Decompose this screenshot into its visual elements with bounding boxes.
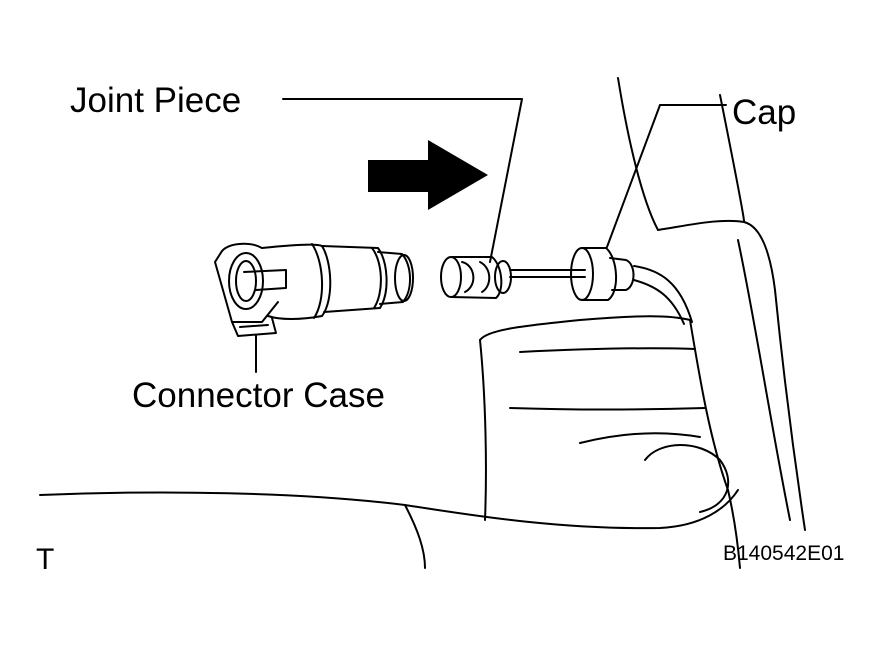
cap-leader xyxy=(606,104,727,248)
connector-case-label: Connector Case xyxy=(132,376,385,415)
cap-assembly xyxy=(509,247,693,325)
joint-piece-leader xyxy=(282,98,523,263)
cap-label: Cap xyxy=(732,93,797,132)
figure-code: B140542E01 xyxy=(723,542,845,565)
joint-piece-label: Joint Piece xyxy=(70,81,242,120)
view-marker: T xyxy=(36,543,55,576)
joint-piece xyxy=(440,256,512,299)
arrow-right-icon xyxy=(368,140,488,210)
body-panel xyxy=(39,77,806,569)
connector-case xyxy=(214,242,414,337)
